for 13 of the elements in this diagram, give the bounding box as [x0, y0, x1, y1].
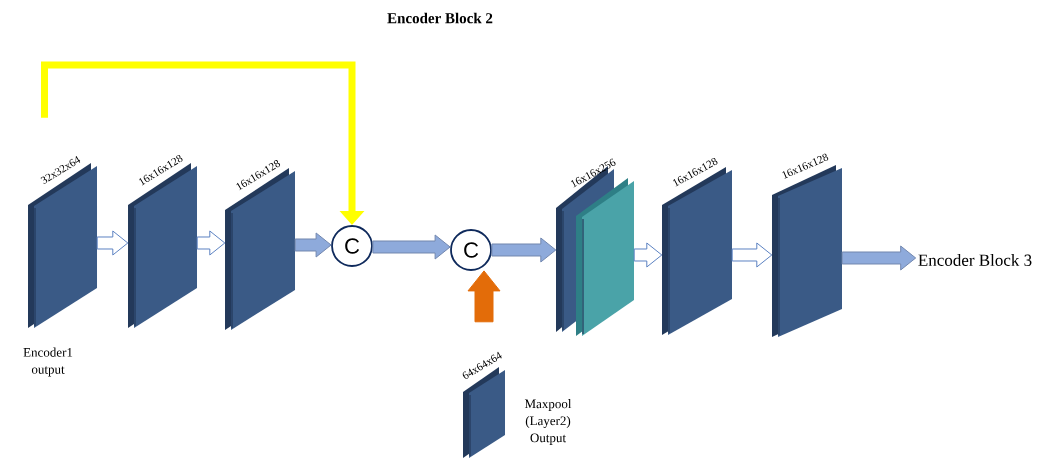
arrow	[372, 234, 451, 260]
arrow	[294, 232, 332, 258]
node-label: Maxpool (Layer2) Output	[524, 399, 572, 445]
arrow	[96, 230, 129, 256]
arrow	[196, 230, 226, 256]
arrow	[633, 242, 663, 268]
arrow	[731, 242, 773, 268]
node-label: Encoder1 output	[23, 347, 73, 377]
title: Encoder Block 2	[387, 12, 493, 24]
arrow	[841, 245, 917, 271]
arrow	[491, 237, 557, 263]
arrow	[467, 270, 501, 323]
block-label: Encoder Block 3	[918, 254, 1032, 266]
